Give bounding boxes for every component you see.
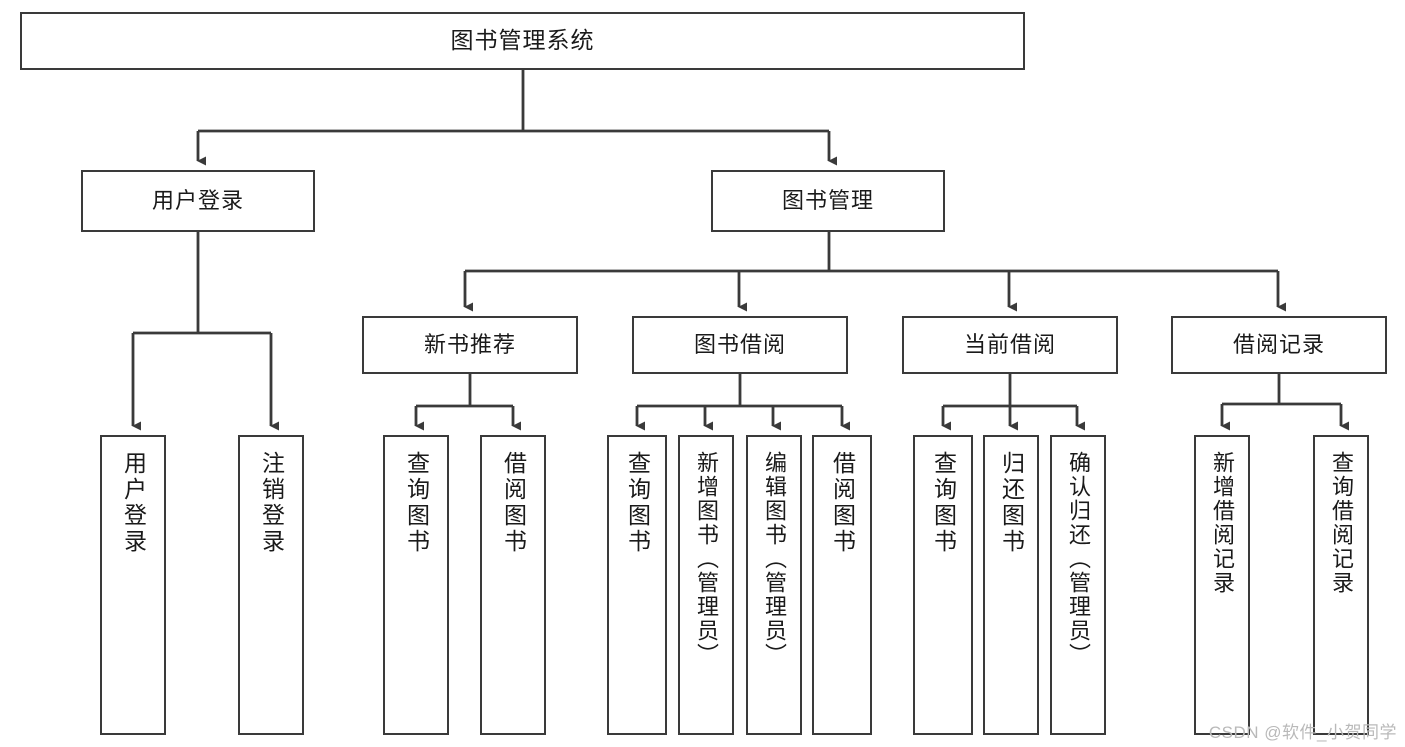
leaf-logout[interactable]: 注销登录	[238, 435, 304, 735]
leaf-return-book[interactable]: 归还图书	[983, 435, 1039, 735]
leaf-label: 查询借阅记录	[1329, 451, 1354, 595]
node-label: 用户登录	[151, 187, 244, 213]
node-book-management[interactable]: 图书管理	[711, 170, 945, 232]
leaf-edit-book-admin[interactable]: 编辑图书（管理员）	[746, 435, 802, 735]
node-user-login[interactable]: 用户登录	[81, 170, 315, 232]
node-label: 图书借阅	[693, 331, 786, 357]
leaf-label: 新增借阅记录	[1210, 451, 1235, 595]
leaf-confirm-return-admin[interactable]: 确认归还（管理员）	[1050, 435, 1106, 735]
leaf-borrow-book[interactable]: 借阅图书	[812, 435, 872, 735]
leaf-label: 新增图书（管理员）	[694, 451, 719, 667]
leaf-user-login[interactable]: 用户登录	[100, 435, 166, 735]
node-label: 当前借阅	[963, 331, 1056, 357]
leaf-label: 查询图书	[930, 451, 957, 555]
node-label: 借阅记录	[1232, 331, 1325, 357]
leaf-add-book-admin[interactable]: 新增图书（管理员）	[678, 435, 734, 735]
node-label: 新书推荐	[423, 331, 516, 357]
leaf-label: 借阅图书	[829, 451, 856, 555]
leaf-query-borrow-record[interactable]: 查询借阅记录	[1313, 435, 1369, 735]
leaf-label: 用户登录	[120, 451, 147, 555]
leaf-query-book-borrow[interactable]: 查询图书	[607, 435, 667, 735]
leaf-label: 归还图书	[998, 451, 1025, 555]
leaf-query-book-recommend[interactable]: 查询图书	[383, 435, 449, 735]
leaf-borrow-book-recommend[interactable]: 借阅图书	[480, 435, 546, 735]
leaf-query-book-current[interactable]: 查询图书	[913, 435, 973, 735]
leaf-label: 借阅图书	[500, 451, 527, 555]
node-root-system[interactable]: 图书管理系统	[20, 12, 1025, 70]
node-new-book-recommend[interactable]: 新书推荐	[362, 316, 578, 374]
node-label: 图书管理系统	[450, 27, 595, 54]
node-current-borrow[interactable]: 当前借阅	[902, 316, 1118, 374]
node-borrow-record[interactable]: 借阅记录	[1171, 316, 1387, 374]
leaf-add-borrow-record[interactable]: 新增借阅记录	[1194, 435, 1250, 735]
leaf-label: 注销登录	[258, 451, 285, 555]
leaf-label: 编辑图书（管理员）	[762, 451, 787, 667]
node-book-borrow[interactable]: 图书借阅	[632, 316, 848, 374]
leaf-label: 查询图书	[624, 451, 651, 555]
leaf-label: 确认归还（管理员）	[1066, 451, 1091, 667]
node-label: 图书管理	[781, 187, 874, 213]
leaf-label: 查询图书	[403, 451, 430, 555]
watermark: CSDN @软件_小贺同学	[1208, 723, 1397, 742]
